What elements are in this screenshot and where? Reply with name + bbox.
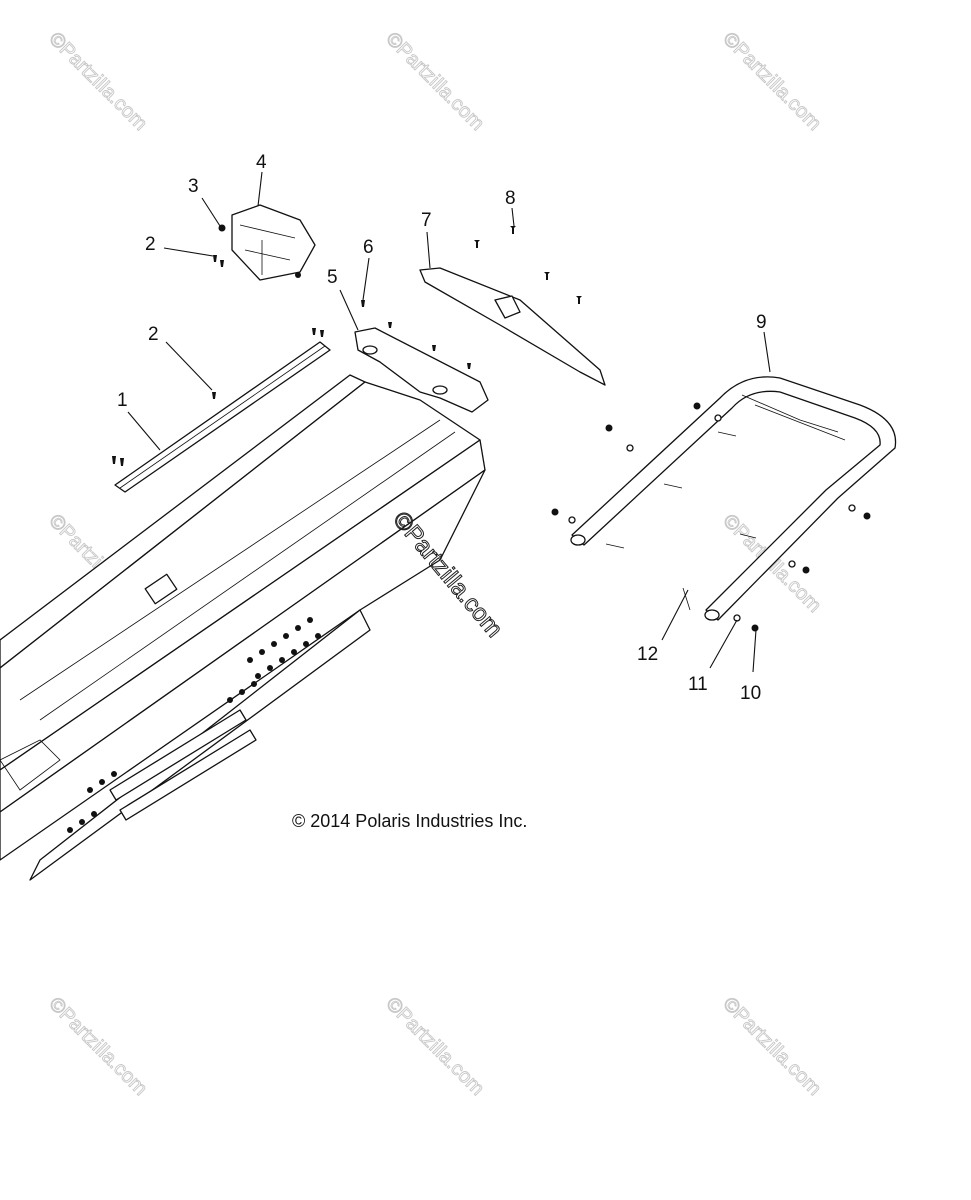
callout-9: 9 — [756, 312, 767, 333]
callout-6: 6 — [363, 237, 374, 258]
part-5-bracket — [354, 300, 489, 413]
callout-8: 8 — [505, 188, 516, 209]
watermark-2: ©Partzilla.com — [381, 28, 488, 135]
part-9-grab-bar — [551, 376, 897, 632]
part-4-housing — [213, 204, 316, 281]
watermark-1: ©Partzilla.com — [44, 28, 151, 135]
callout-12: 12 — [637, 644, 658, 665]
callout-7: 7 — [421, 210, 432, 231]
copyright-text: © 2014 Polaris Industries Inc. — [292, 811, 527, 831]
running-board-holes — [67, 617, 321, 833]
leader-lines — [127, 171, 771, 673]
callout-2a: 2 — [148, 324, 159, 345]
tunnel-assembly — [0, 374, 486, 881]
part-7-flap — [419, 226, 606, 386]
watermark-8: ©Partzilla.com — [718, 993, 825, 1100]
bumper-hardware — [551, 402, 871, 632]
callout-10: 10 — [740, 683, 761, 704]
callout-labels: 1 2 2 3 4 5 6 7 8 9 10 11 12 — [117, 152, 767, 704]
callout-1: 1 — [117, 390, 128, 411]
callout-2b: 2 — [145, 234, 156, 255]
callout-4: 4 — [256, 152, 267, 173]
callout-5: 5 — [327, 267, 338, 288]
callout-11: 11 — [688, 674, 708, 695]
watermark-7: ©Partzilla.com — [381, 993, 488, 1100]
callout-3: 3 — [188, 176, 199, 197]
part-1-rail — [112, 328, 331, 493]
watermark-6: ©Partzilla.com — [44, 993, 151, 1100]
watermark-3: ©Partzilla.com — [718, 28, 825, 135]
